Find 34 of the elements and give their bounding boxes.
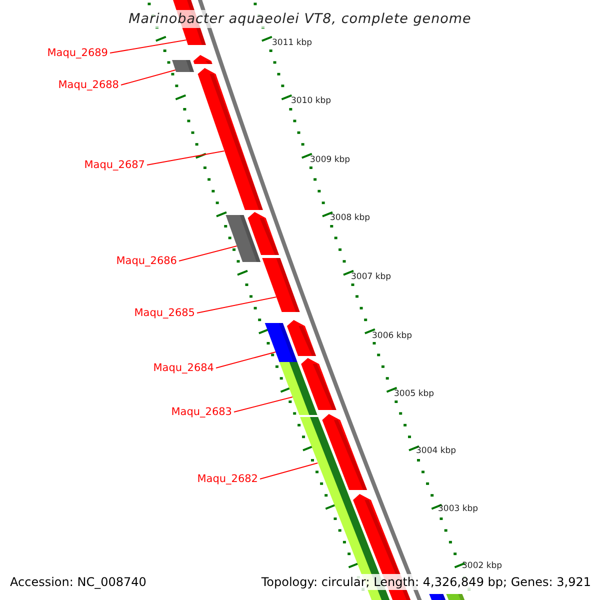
- scale-label: 3004 kbp: [416, 446, 456, 456]
- leader-line: [216, 352, 276, 368]
- scale-label: 3010 kbp: [291, 96, 332, 106]
- gene-label: Maqu_2688: [58, 78, 119, 92]
- gene-block: [279, 362, 318, 415]
- gene-label: Maqu_2687: [84, 158, 145, 172]
- scale-label: 3008 kbp: [330, 213, 370, 223]
- scale-label: 3005 kbp: [394, 389, 434, 399]
- gene-label: Maqu_2686: [116, 254, 177, 268]
- scale-label: 3003 kbp: [438, 504, 478, 514]
- leader-line: [260, 462, 318, 480]
- scale-label: 3007 kbp: [351, 272, 392, 282]
- leader-line: [146, 150, 225, 166]
- leader-line: [196, 296, 277, 314]
- genome-info-text: Topology: circular; Length: 4,326,849 bp; Genes: 3,921: [259, 574, 593, 590]
- gene-block: [226, 215, 261, 262]
- leader-line: [234, 396, 293, 412]
- gene-label: Maqu_2684: [153, 361, 214, 375]
- gene-feature: [198, 68, 263, 210]
- gene-label: Maqu_2683: [171, 405, 232, 419]
- scale-label: 3011 kbp: [272, 38, 312, 48]
- scale-label: 3006 kbp: [372, 331, 412, 341]
- gene-block: [172, 60, 194, 72]
- leader-line: [120, 70, 176, 86]
- accession-text: Accession: NC_008740: [8, 574, 148, 590]
- scale-label: 3009 kbp: [310, 155, 350, 165]
- gene-label: Maqu_2689: [47, 46, 108, 60]
- scale-label: 3002 kbp: [462, 561, 502, 571]
- gene-label: Maqu_2682: [197, 472, 258, 486]
- leader-line: [110, 40, 187, 54]
- gene-block: [264, 323, 298, 362]
- gene-block: [262, 258, 300, 312]
- leader-line: [178, 246, 238, 262]
- gene-label: Maqu_2685: [134, 306, 195, 320]
